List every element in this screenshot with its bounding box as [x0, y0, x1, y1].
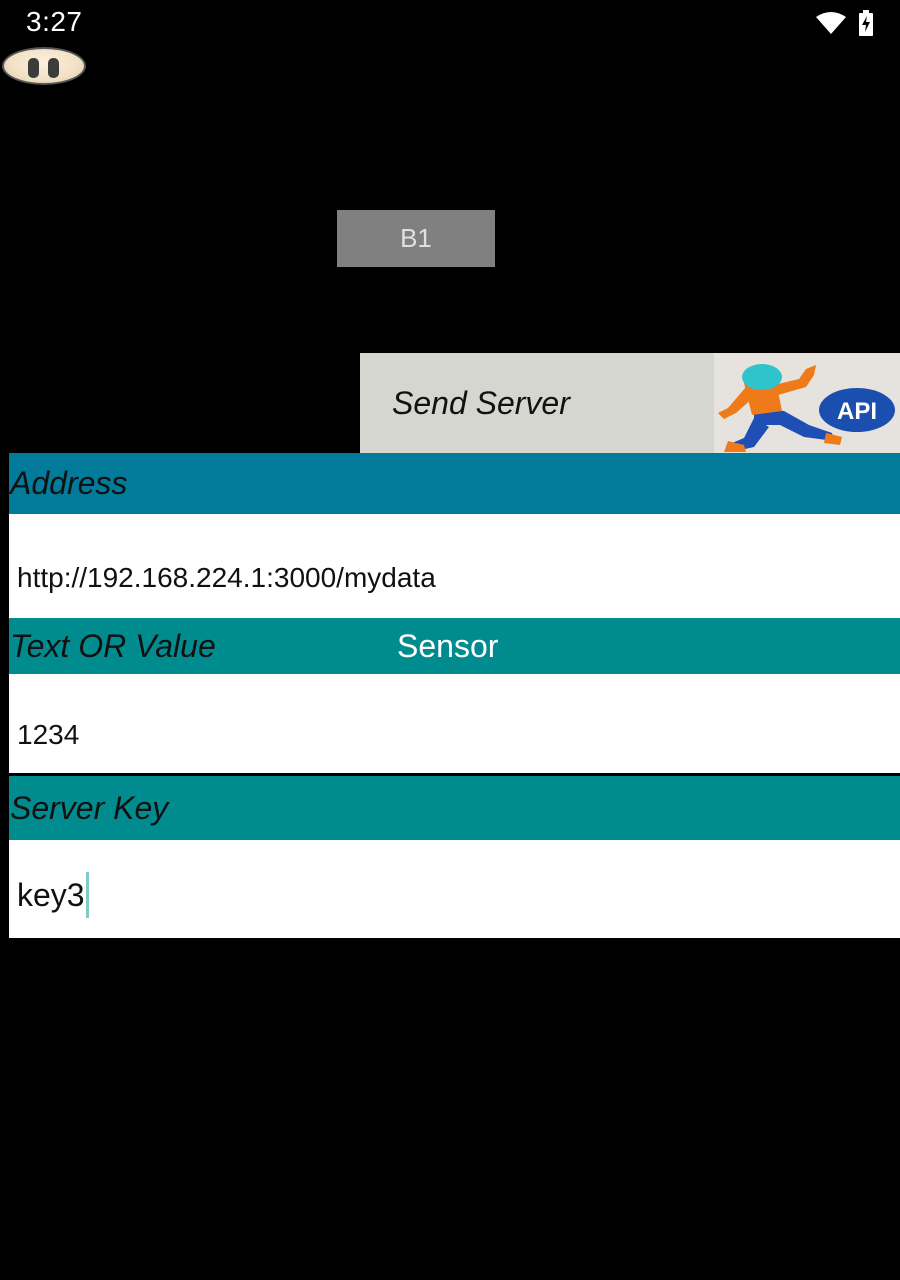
- api-runner-icon: API: [718, 364, 895, 452]
- address-label-row: Address: [9, 453, 900, 514]
- send-server-button[interactable]: Send Server: [360, 353, 714, 453]
- text-cursor: [85, 872, 89, 918]
- value-text: 1234: [17, 718, 80, 750]
- svg-text:API: API: [837, 398, 877, 425]
- pause-bar-icon: [48, 58, 59, 78]
- pause-bar-icon: [28, 58, 39, 78]
- wifi-icon: [816, 12, 846, 34]
- sensor-label[interactable]: Sensor: [397, 627, 499, 664]
- server-key-value: key3: [17, 876, 85, 913]
- pause-button[interactable]: [2, 47, 86, 85]
- text-or-value-label: Text OR Value: [10, 627, 216, 664]
- address-label: Address: [10, 465, 128, 501]
- status-time: 3:27: [26, 6, 83, 37]
- value-input[interactable]: 1234: [9, 674, 900, 775]
- battery-charging-icon: [859, 10, 873, 36]
- server-key-label: Server Key: [10, 789, 169, 826]
- server-key-label-row: Server Key: [9, 776, 900, 840]
- api-image[interactable]: API: [714, 353, 900, 453]
- address-input[interactable]: http://192.168.224.1:3000/mydata: [9, 514, 900, 618]
- server-key-input[interactable]: key3: [9, 840, 900, 938]
- text-or-value-label-row: Text OR Value Sensor: [9, 618, 900, 674]
- address-value: http://192.168.224.1:3000/mydata: [17, 562, 436, 593]
- b1-button[interactable]: B1: [337, 210, 495, 267]
